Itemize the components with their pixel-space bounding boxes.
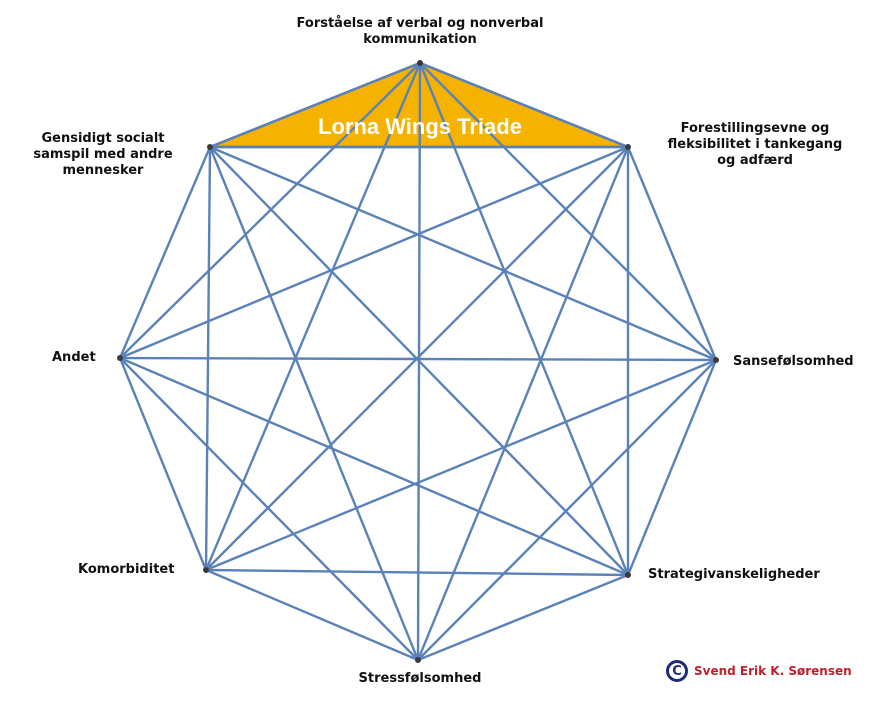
copyright-icon: C — [666, 660, 688, 682]
edge-top-right-bottom — [416, 145, 630, 662]
edge-bottom-right-bottom — [416, 573, 630, 662]
edge-bottom-left — [118, 356, 420, 662]
node-label-top: Forståelse af verbal og nonverbal kommun… — [270, 16, 570, 48]
node-label-top-left-line-3: mennesker — [62, 163, 144, 178]
edge-top-top-left — [208, 61, 422, 149]
edge-bottom-right-left — [118, 356, 630, 577]
node-label-bottom-right-line-1: Strategivanskeligheder — [648, 567, 820, 582]
node-label-top-right: Forestillingsevne og fleksibilitet i tan… — [655, 121, 855, 169]
copyright-notice: C Svend Erik K. Sørensen — [666, 660, 852, 682]
node-label-top-right-line-2: fleksibilitet i tankegang — [667, 137, 843, 152]
edge-top-right-left — [118, 145, 630, 360]
edge-bottom-top-left — [208, 145, 420, 662]
node-vertex-top — [417, 60, 423, 66]
edge-right-bottom-right — [626, 358, 718, 577]
edge-bottom-left-top-left — [204, 145, 212, 572]
node-label-right: Sansefølsomhed — [733, 354, 854, 370]
node-label-left: Andet — [52, 350, 96, 366]
node-label-bottom-left-line-1: Komorbiditet — [78, 562, 175, 577]
node-vertex-bottom — [415, 657, 421, 663]
edge-top-left — [118, 61, 422, 360]
node-label-bottom-left: Komorbiditet — [78, 562, 174, 578]
triad-label: Lorna Wings Triade — [318, 114, 522, 139]
edges-group — [117, 60, 719, 663]
node-label-top-left-line-1: Gensidigt socialt — [41, 131, 165, 146]
edge-top-right — [418, 61, 718, 362]
node-label-bottom: Stressfølsomhed — [330, 671, 510, 687]
node-vertex-bottom-right — [625, 572, 631, 578]
edge-top-right-right — [626, 145, 718, 362]
node-label-top-left-line-2: samspil med andre — [33, 147, 173, 162]
node-label-right-line-1: Sansefølsomhed — [733, 354, 854, 369]
node-vertex-left — [117, 355, 123, 361]
edge-right-bottom — [416, 358, 718, 662]
node-label-bottom-right: Strategivanskeligheder — [648, 567, 820, 583]
node-vertex-bottom-left — [203, 567, 209, 573]
node-vertex-top-left — [207, 144, 213, 150]
edge-right-top-left — [208, 145, 718, 362]
copyright-author: Svend Erik K. Sørensen — [694, 664, 852, 678]
node-label-top-line-1: Forståelse af verbal og nonverbal — [296, 16, 544, 31]
edge-bottom-right-bottom-left — [204, 568, 630, 577]
edge-right-bottom-left — [204, 358, 718, 572]
node-vertex-right — [713, 357, 719, 363]
edge-bottom-bottom-left — [204, 568, 420, 662]
node-vertex-top-right — [625, 144, 631, 150]
node-label-top-line-2: kommunikation — [363, 32, 477, 47]
node-label-top-right-line-3: og adfærd — [717, 153, 793, 168]
edge-bottom-right-top-left — [208, 145, 630, 577]
node-label-left-line-1: Andet — [52, 350, 96, 365]
edge-left-top-left — [118, 145, 212, 360]
edge-bottom-left-left — [118, 356, 208, 572]
node-label-top-left: Gensidigt socialt samspil med andre menn… — [8, 131, 198, 179]
edge-top-bottom-right — [418, 61, 630, 577]
node-label-top-right-line-1: Forestillingsevne og — [680, 121, 830, 136]
edge-top-top-right — [418, 61, 630, 149]
node-label-bottom-line-1: Stressfølsomhed — [358, 671, 482, 686]
